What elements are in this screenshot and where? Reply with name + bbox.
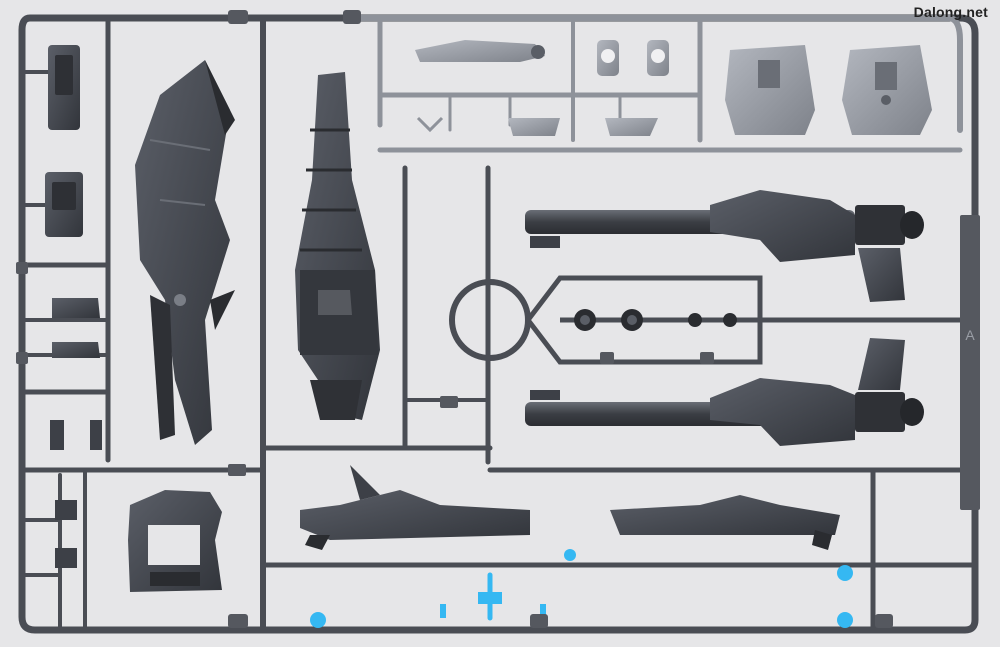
barrel-upper — [525, 190, 924, 302]
runner-gates — [16, 10, 893, 628]
runner-tag: A — [960, 215, 980, 510]
runner-frame — [18, 14, 979, 634]
barrel-lower — [525, 338, 924, 446]
svg-text:A: A — [965, 327, 975, 343]
shield-part — [295, 72, 380, 420]
rifle-parts — [300, 465, 840, 550]
light-parts-top — [415, 40, 932, 136]
beam-parts — [300, 549, 870, 628]
watermark-text: Dalong.net — [913, 4, 988, 20]
round-parts — [574, 309, 737, 331]
small-parts-left — [45, 45, 102, 568]
bracket-part — [128, 490, 222, 592]
wing-part — [135, 60, 235, 445]
runner-light — [352, 15, 963, 153]
